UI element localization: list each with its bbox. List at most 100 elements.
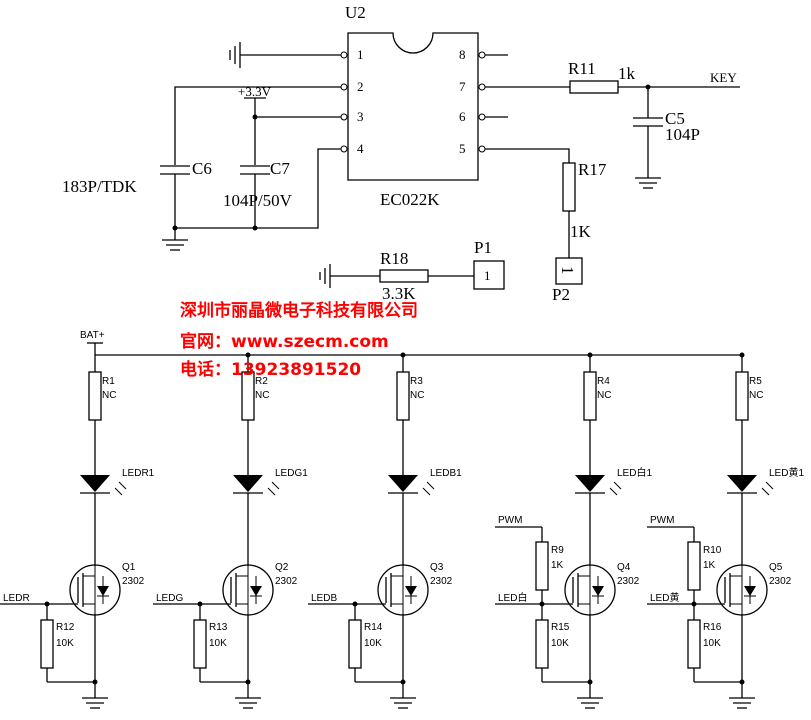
resistor-ref: R3 — [410, 376, 423, 387]
ground-icon — [635, 177, 661, 189]
mosfet-part: 2302 — [275, 576, 298, 587]
resistor — [348, 619, 362, 669]
led-icon — [388, 475, 418, 492]
resistor-ref: R4 — [597, 376, 610, 387]
ic-pin: 2 — [357, 79, 364, 94]
input-label: LED黄 — [650, 591, 679, 604]
supply-label: +3.3V — [238, 84, 272, 99]
led-icon — [80, 475, 110, 492]
resistor-ref: R5 — [749, 376, 762, 387]
pwm-label: PWM — [498, 515, 522, 526]
mosfet-part: 2302 — [769, 576, 792, 587]
ground-icon — [162, 228, 188, 251]
resistor — [687, 541, 701, 591]
c6-value: 183P/TDK — [62, 177, 137, 196]
mosfet-ref: Q3 — [430, 562, 444, 573]
ic-pin: 6 — [459, 109, 466, 124]
resistor-ref: R12 — [56, 622, 75, 633]
resistor-ref: R9 — [551, 545, 564, 556]
watermark-phone: 电话：13923891520 — [180, 359, 361, 380]
watermark-company: 深圳市丽晶微电子科技有限公司 — [180, 300, 418, 321]
capacitor-c5: C5 104P — [633, 87, 700, 178]
ic-pin: 7 — [459, 79, 466, 94]
led-icon — [233, 475, 263, 492]
ic-ref: U2 — [345, 3, 366, 22]
resistor-value: 10K — [703, 638, 721, 649]
mosfet-part: 2302 — [617, 576, 640, 587]
resistor-value: 10K — [364, 638, 382, 649]
mosfet-ref: Q5 — [769, 562, 783, 573]
input-label: LEDG — [156, 593, 183, 604]
led-ref: LED黄1 — [769, 466, 804, 479]
c5-value: 104P — [665, 125, 700, 144]
resistor — [535, 541, 549, 591]
c7-value: 104P/50V — [223, 191, 293, 210]
led-icon — [575, 475, 605, 492]
input-label: LED白 — [498, 591, 527, 604]
mosfet-ref: Q2 — [275, 562, 289, 573]
resistor — [40, 619, 54, 669]
capacitor-c7: C7 104P/50V — [223, 159, 293, 228]
connector-p2: 1 P2 — [552, 257, 583, 304]
resistor-ref: R15 — [551, 622, 570, 633]
resistor-value: NC — [255, 390, 269, 401]
resistor — [735, 371, 749, 421]
ground-icon — [229, 42, 341, 68]
c6-ref: C6 — [192, 159, 212, 178]
ic-u2: U2 EC022K 1 2 3 4 8 7 6 5 — [340, 3, 508, 209]
c5-ref: C5 — [665, 109, 685, 128]
resistor-value: 1K — [703, 560, 716, 571]
led-ref: LEDB1 — [430, 468, 462, 479]
resistor-value: NC — [597, 390, 611, 401]
ic-pin: 5 — [459, 141, 466, 156]
resistor — [193, 619, 207, 669]
resistor-r17: R17 1K — [562, 160, 607, 258]
connector-p1: 1 P1 — [473, 238, 505, 290]
key-label: KEY — [710, 70, 737, 85]
resistor-value: 1K — [551, 560, 564, 571]
led-ref: LEDR1 — [122, 468, 155, 479]
resistor-ref: R16 — [703, 622, 722, 633]
ic-pin: 8 — [459, 47, 466, 62]
resistor-r11: R11 1k — [568, 59, 636, 94]
capacitor-c6: C6 183P/TDK — [62, 159, 212, 228]
led-channels: R1NCLEDR1Q12302LEDRR1210KR2NCLEDG1Q22302… — [0, 352, 804, 709]
r11-value: 1k — [618, 64, 636, 83]
ic-part: EC022K — [380, 190, 440, 209]
led-ref: LED白1 — [617, 466, 652, 479]
resistor — [88, 371, 102, 421]
resistor — [583, 371, 597, 421]
c7-ref: C7 — [270, 159, 290, 178]
input-label: LEDR — [3, 593, 30, 604]
mosfet-ref: Q1 — [122, 562, 136, 573]
resistor-ref: R2 — [255, 376, 268, 387]
led-ref: LEDG1 — [275, 468, 308, 479]
mosfet-part: 2302 — [430, 576, 453, 587]
resistor-ref: R10 — [703, 545, 722, 556]
resistor-value: 10K — [209, 638, 227, 649]
r18-ref: R18 — [380, 249, 408, 268]
ic-pin: 4 — [357, 141, 364, 156]
input-label: LEDB — [311, 593, 337, 604]
resistor — [535, 619, 549, 669]
p1-ref: P1 — [474, 238, 492, 257]
r11-ref: R11 — [568, 59, 596, 78]
mosfet-part: 2302 — [122, 576, 145, 587]
resistor — [687, 619, 701, 669]
resistor-ref: R14 — [364, 622, 383, 633]
pwm-label: PWM — [650, 515, 674, 526]
mosfet-ref: Q4 — [617, 562, 631, 573]
resistor-value: NC — [102, 390, 116, 401]
r18-value: 3.3K — [382, 284, 416, 303]
resistor-value: NC — [749, 390, 763, 401]
r17-value: 1K — [570, 222, 592, 241]
p2-pin: 1 — [558, 266, 577, 275]
resistor-value: 10K — [551, 638, 569, 649]
watermark-website: 官网：www.szecm.com — [180, 331, 389, 352]
resistor-value: NC — [410, 390, 424, 401]
